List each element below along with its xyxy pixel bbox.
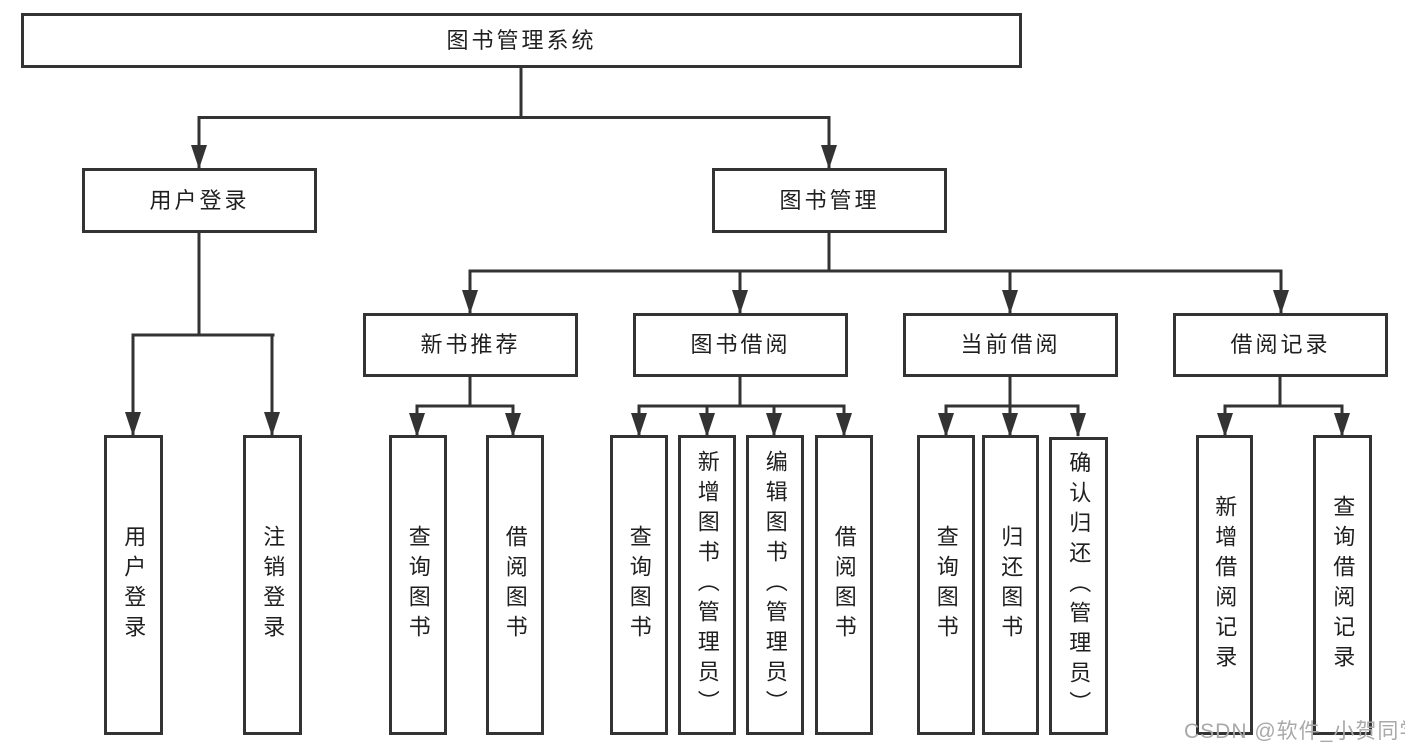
leaf-user-login: 用户登录: [104, 435, 163, 735]
leaf-br-add-record-label: 新增借阅记录: [1212, 495, 1238, 675]
leaf-bb-add-books-admin: 新增图书（管理员）: [678, 435, 736, 735]
leaf-rec-borrow-books: 借阅图书: [486, 435, 544, 735]
leaf-logout-login: 注销登录: [243, 435, 302, 735]
node-book-management: 图书管理: [712, 168, 947, 233]
node-user-login-label: 用户登录: [149, 187, 250, 213]
leaf-cb-return-books: 归还图书: [982, 435, 1039, 735]
leaf-user-login-label: 用户登录: [121, 525, 147, 645]
leaf-bb-add-books-admin-label: 新增图书（管理员）: [694, 450, 720, 720]
node-borrowing-records: 借阅记录: [1173, 313, 1388, 377]
leaf-cb-confirm-return-admin-label: 确认归还（管理员）: [1066, 451, 1092, 721]
leaf-cb-return-books-label: 归还图书: [998, 525, 1024, 645]
leaf-cb-query-books: 查询图书: [917, 435, 975, 735]
leaf-cb-query-books-label: 查询图书: [933, 525, 959, 645]
node-borrowing-records-label: 借阅记录: [1230, 332, 1331, 358]
node-book-borrowing-label: 图书借阅: [690, 332, 791, 358]
leaf-br-add-record: 新增借阅记录: [1196, 435, 1253, 735]
leaf-bb-borrow-books-label: 借阅图书: [831, 525, 857, 645]
leaf-cb-confirm-return-admin: 确认归还（管理员）: [1049, 437, 1108, 735]
node-book-management-label: 图书管理: [779, 187, 880, 213]
leaf-bb-edit-books-admin-label: 编辑图书（管理员）: [762, 450, 788, 720]
leaf-bb-edit-books-admin: 编辑图书（管理员）: [746, 435, 804, 735]
leaf-br-query-record: 查询借阅记录: [1313, 435, 1372, 735]
leaf-bb-query-books: 查询图书: [610, 435, 668, 735]
watermark: CSDN @软件_小贺同学: [1184, 720, 1405, 743]
node-book-borrowing: 图书借阅: [633, 313, 848, 377]
leaf-rec-query-books: 查询图书: [389, 435, 447, 735]
node-new-book-recommend-label: 新书推荐: [420, 332, 521, 358]
leaf-rec-borrow-books-label: 借阅图书: [502, 525, 528, 645]
leaf-bb-borrow-books: 借阅图书: [815, 435, 873, 735]
node-user-login: 用户登录: [82, 168, 317, 233]
leaf-rec-query-books-label: 查询图书: [405, 525, 431, 645]
node-root-label: 图书管理系统: [446, 27, 597, 53]
node-root: 图书管理系统: [21, 13, 1022, 68]
leaf-bb-query-books-label: 查询图书: [626, 525, 652, 645]
node-current-borrowing-label: 当前借阅: [960, 332, 1061, 358]
node-new-book-recommend: 新书推荐: [363, 313, 578, 377]
leaf-logout-login-label: 注销登录: [260, 525, 286, 645]
leaf-br-query-record-label: 查询借阅记录: [1330, 495, 1356, 675]
node-current-borrowing: 当前借阅: [903, 313, 1118, 377]
